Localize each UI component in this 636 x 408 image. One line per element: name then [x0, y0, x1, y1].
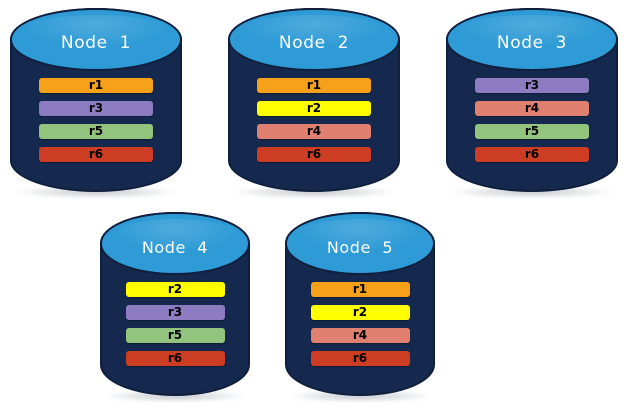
- replica-bar-r6[interactable]: r6: [475, 146, 589, 162]
- replica-bar-r3[interactable]: r3: [475, 77, 589, 93]
- replica-label: r4: [306, 124, 322, 139]
- replica-bar-r1[interactable]: r1: [310, 281, 410, 297]
- replica-bar-r3[interactable]: r3: [39, 100, 153, 116]
- node-lid: Node 3: [446, 8, 618, 71]
- node-cylinder-1[interactable]: Node 1 r1 r3 r5 r6: [10, 8, 182, 198]
- node-lid: Node 4: [100, 212, 250, 275]
- replica-bar-r2[interactable]: r2: [125, 281, 225, 297]
- node-shadow: [452, 186, 612, 198]
- replica-label: r3: [167, 305, 183, 320]
- replica-label: r1: [306, 78, 322, 93]
- replica-label: r2: [352, 305, 368, 320]
- replica-label: r6: [88, 147, 104, 162]
- replica-label: r5: [167, 328, 183, 343]
- node-title: Node 5: [326, 237, 394, 257]
- node-shadow: [234, 186, 394, 198]
- replica-bar-r5[interactable]: r5: [125, 327, 225, 343]
- replica-label: r6: [306, 147, 322, 162]
- node-title: Node 3: [496, 33, 568, 54]
- replica-stack: r1 r2 r4 r6: [257, 77, 371, 162]
- replica-bar-r4[interactable]: r4: [257, 123, 371, 139]
- replica-bar-r5[interactable]: r5: [39, 123, 153, 139]
- node-cylinder-5[interactable]: Node 5 r1 r2 r4 r6: [285, 212, 435, 402]
- node-lid: Node 1: [10, 8, 182, 71]
- replica-label: r6: [352, 351, 368, 366]
- replica-bar-r1[interactable]: r1: [39, 77, 153, 93]
- replica-bar-r5[interactable]: r5: [475, 123, 589, 139]
- replica-label: r5: [88, 124, 104, 139]
- node-shadow: [291, 390, 429, 402]
- replica-bar-r6[interactable]: r6: [125, 350, 225, 366]
- node-cylinder-3[interactable]: Node 3 r3 r4 r5 r6: [446, 8, 618, 198]
- replica-stack: r1 r3 r5 r6: [39, 77, 153, 162]
- replica-label: r4: [352, 328, 368, 343]
- node-cylinder-4[interactable]: Node 4 r2 r3 r5 r6: [100, 212, 250, 402]
- replica-stack: r2 r3 r5 r6: [125, 281, 225, 366]
- replica-bar-r6[interactable]: r6: [310, 350, 410, 366]
- node-lid: Node 5: [285, 212, 435, 275]
- replica-label: r1: [88, 78, 104, 93]
- replica-label: r5: [524, 124, 540, 139]
- replica-label: r2: [306, 101, 322, 116]
- replica-bar-r4[interactable]: r4: [310, 327, 410, 343]
- replica-bar-r3[interactable]: r3: [125, 304, 225, 320]
- replica-label: r6: [524, 147, 540, 162]
- replica-stack: r3 r4 r5 r6: [475, 77, 589, 162]
- replica-label: r6: [167, 351, 183, 366]
- replica-label: r1: [352, 282, 368, 297]
- node-shadow: [106, 390, 244, 402]
- replica-label: r3: [88, 101, 104, 116]
- replica-bar-r2[interactable]: r2: [310, 304, 410, 320]
- replica-bar-r2[interactable]: r2: [257, 100, 371, 116]
- replica-label: r3: [524, 78, 540, 93]
- node-title: Node 4: [141, 237, 209, 257]
- node-lid: Node 2: [228, 8, 400, 71]
- replica-label: r4: [524, 101, 540, 116]
- node-cylinder-2[interactable]: Node 2 r1 r2 r4 r6: [228, 8, 400, 198]
- replica-bar-r6[interactable]: r6: [39, 146, 153, 162]
- replica-bar-r6[interactable]: r6: [257, 146, 371, 162]
- node-title: Node 1: [60, 33, 132, 54]
- node-shadow: [16, 186, 176, 198]
- replica-bar-r1[interactable]: r1: [257, 77, 371, 93]
- replica-stack: r1 r2 r4 r6: [310, 281, 410, 366]
- replica-label: r2: [167, 282, 183, 297]
- replica-bar-r4[interactable]: r4: [475, 100, 589, 116]
- node-title: Node 2: [278, 33, 350, 54]
